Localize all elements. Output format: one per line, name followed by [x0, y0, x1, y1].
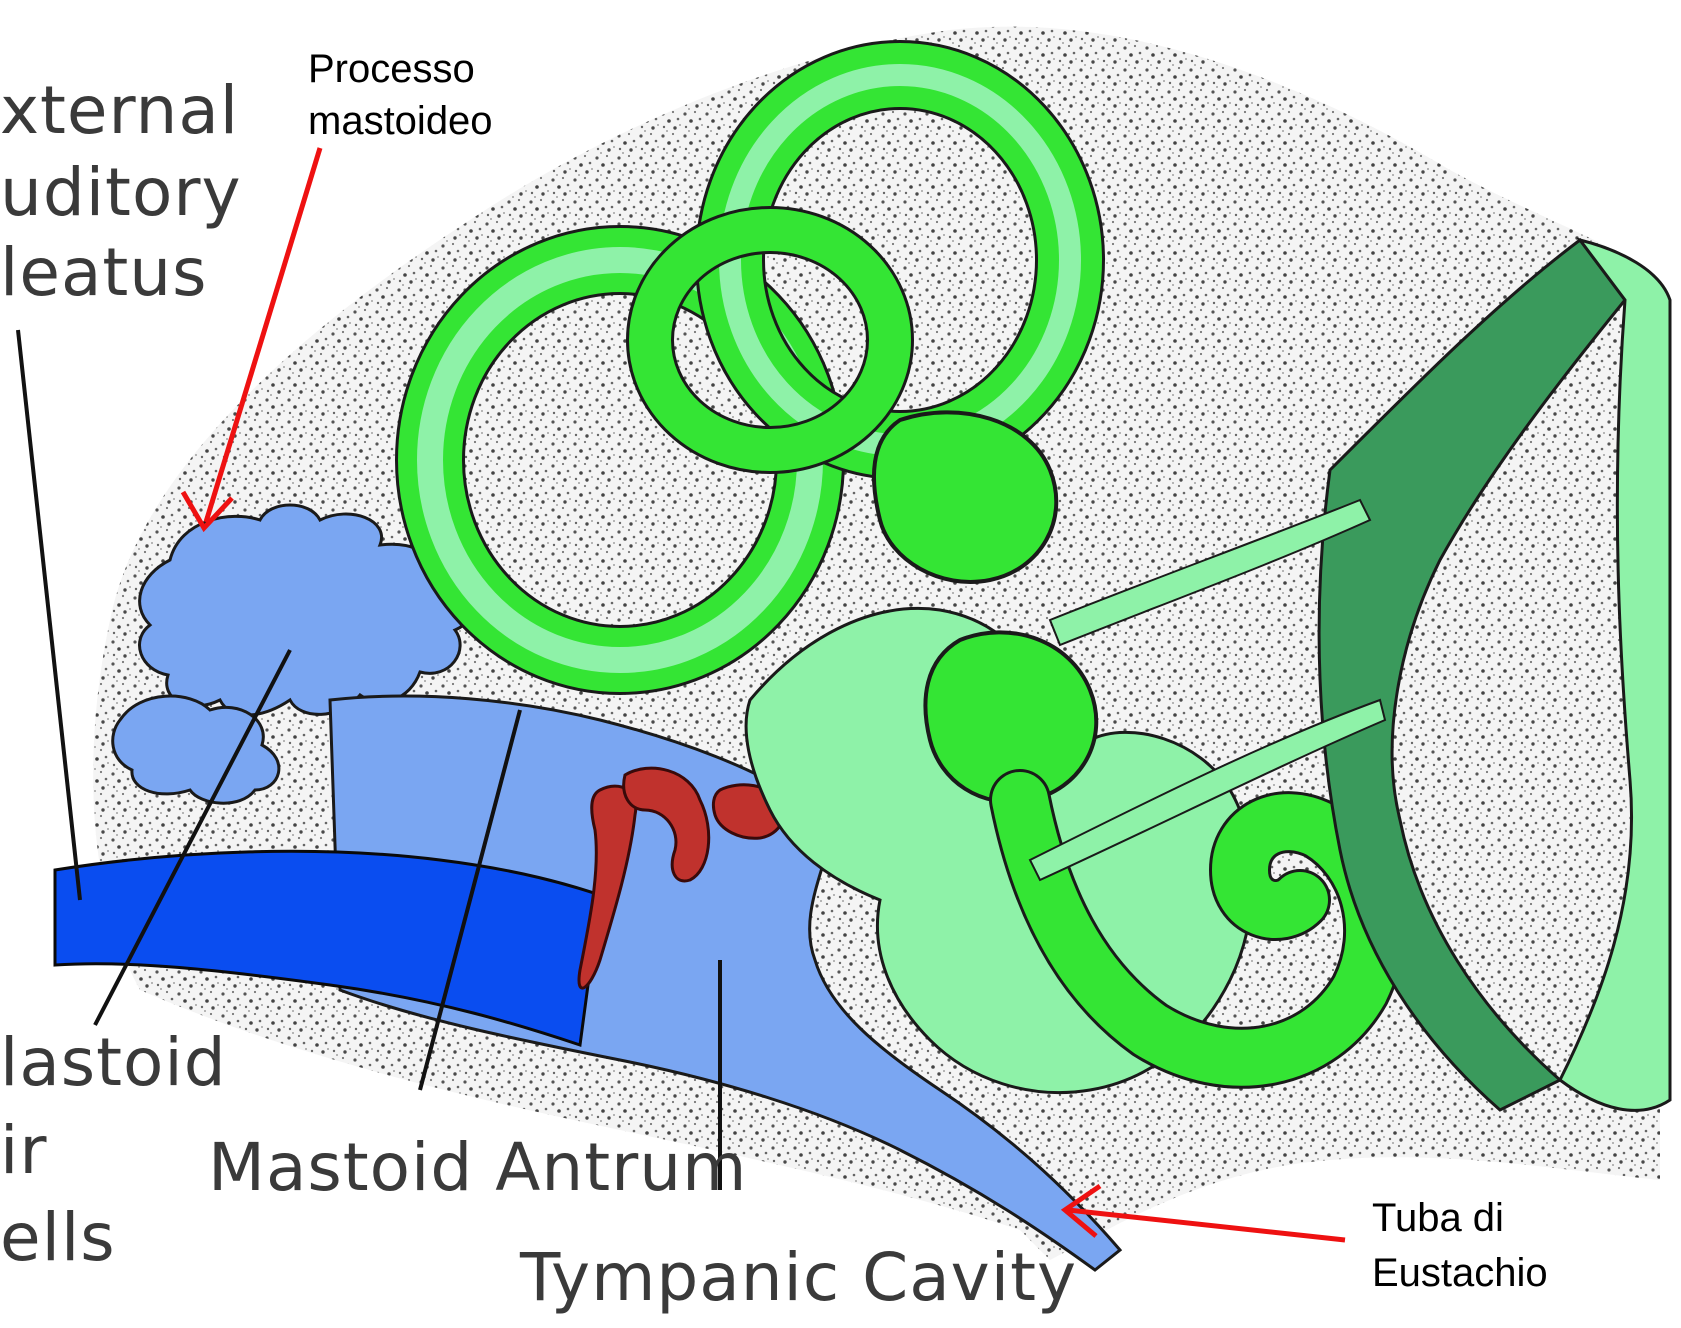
label-mastoid-antrum: Mastoid Antrum [208, 1135, 747, 1201]
label-external-auditory-meatus-line2: uditory [0, 160, 242, 226]
label-tuba-di-eustachio-line2: Eustachio [1372, 1250, 1548, 1296]
label-processo-mastoideo-line1: Processo [308, 46, 475, 92]
label-mastoid-air-cells-line1: lastoid [0, 1030, 227, 1096]
label-processo-mastoideo-line2: mastoideo [308, 98, 493, 144]
label-mastoid-air-cells-line2: ir [0, 1118, 47, 1184]
leader-external-meatus [18, 330, 80, 900]
label-tuba-di-eustachio-line1: Tuba di [1372, 1195, 1504, 1241]
utricle [874, 412, 1056, 582]
label-external-auditory-meatus-line3: leatus [0, 240, 207, 306]
label-mastoid-air-cells-line3: ells [0, 1205, 116, 1271]
label-tympanic-cavity: Tympanic Cavity [520, 1245, 1077, 1311]
label-external-auditory-meatus-line1: xternal [0, 78, 239, 144]
